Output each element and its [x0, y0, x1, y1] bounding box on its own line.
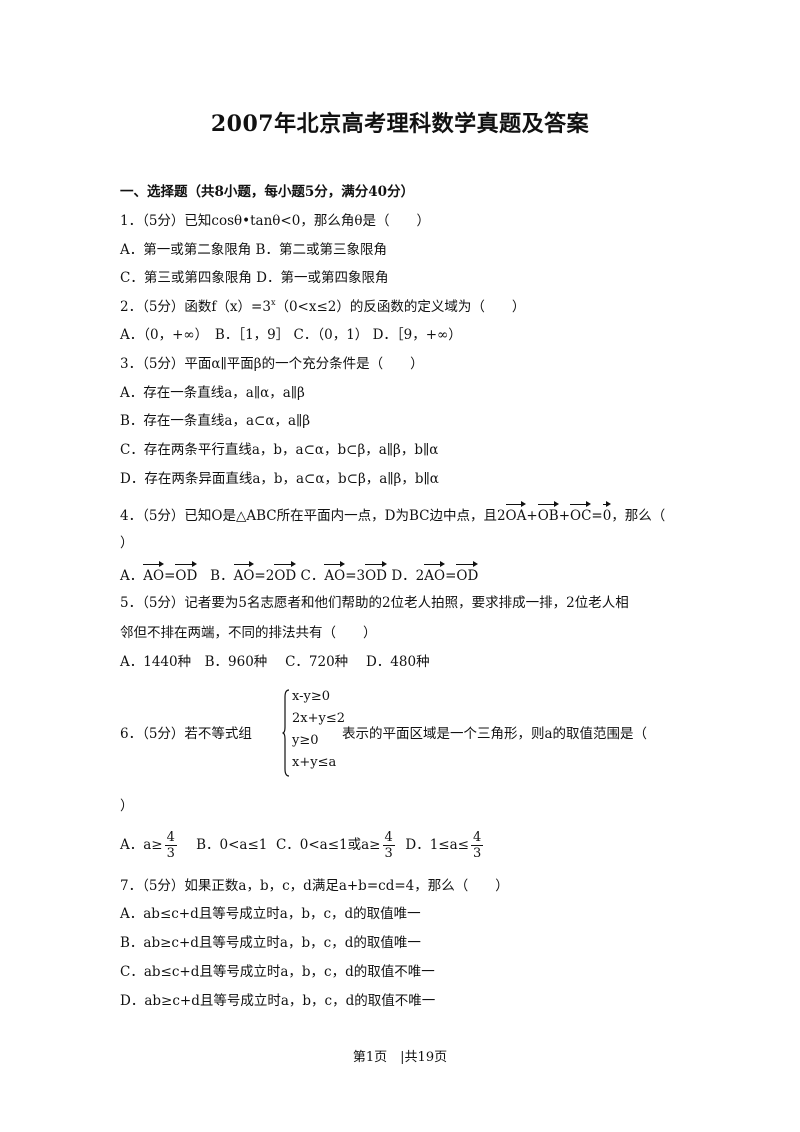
- option-expression: a≥: [143, 837, 163, 853]
- question-7-option-c: C．ab≤c+d且等号成立时a，b，c，d的取值不唯一: [120, 964, 435, 980]
- question-4-option-b: B．AO=2OD: [210, 561, 296, 586]
- page-footer: 第1页 |共19页: [352, 1050, 448, 1065]
- question-6-stem-close: ）: [120, 798, 134, 814]
- equals-sign: =: [164, 568, 176, 584]
- question-3-option-b: B．存在一条直线a，a⊂α，a∥β: [120, 413, 311, 429]
- vector-od: OD: [175, 561, 197, 586]
- vector-ao: AO: [233, 561, 254, 586]
- question-4-stem-close: ）: [120, 535, 134, 551]
- inequality-row: y≥0: [292, 733, 319, 748]
- inequality-row: x-y≥0: [292, 689, 331, 704]
- option-label: B．: [210, 568, 234, 584]
- question-1-stem: 1．（5分）已知cosθ•tanθ<0，那么角θ是（ ）: [120, 213, 430, 229]
- option-label: C．: [300, 568, 325, 584]
- vector-ao: AO: [143, 561, 164, 586]
- vector-equation: 2OA+OB+OC=0: [496, 501, 611, 524]
- question-2-stem: 2．（5分）函数f（x）=3x（0<x≤2）的反函数的定义域为（ ）: [120, 297, 525, 317]
- question-3-option-d: D．存在两条异面直线a，b，a⊂α，b⊂β，a∥β，b∥α: [120, 471, 439, 487]
- equals-sign: =: [445, 568, 457, 584]
- vector-ob: OB: [537, 501, 559, 526]
- question-4-option-d: D．2AO=OD: [391, 561, 478, 586]
- vector-ao: AO: [324, 561, 345, 586]
- question-4-stem: 4．（5分）已知O是△ABC所在平面内一点，D为BC边中点，且2OA+OB+OC…: [120, 501, 666, 526]
- vector-zero: 0: [602, 501, 611, 526]
- option-expression: C．0<a≤1或a≥: [275, 837, 381, 853]
- vector-od: OD: [456, 561, 478, 586]
- question-4-stem-part: ，那么（: [611, 508, 666, 524]
- question-4-stem-part: 4．（5分）已知O是△ABC所在平面内一点，D为BC边中点，且: [120, 508, 497, 524]
- question-4-option-a: A．AO=OD: [120, 561, 197, 586]
- option-label: A．: [120, 837, 144, 853]
- plus-sign: +: [526, 508, 538, 524]
- page-title: 2007年北京高考理科数学真题及答案: [210, 111, 590, 137]
- question-6-stem-tail: 表示的平面区域是一个三角形，则a的取值范围是（: [342, 726, 648, 742]
- question-3-option-c: C．存在两条平行直线a，b，a⊂α，b⊂β，a∥β，b∥α: [120, 442, 439, 458]
- question-2-stem-part: （0<x≤2）的反函数的定义域为（ ）: [275, 299, 526, 315]
- inequality-row: 2x+y≤2: [292, 711, 346, 726]
- question-7-option-d: D．ab≥c+d且等号成立时a，b，c，d的取值不唯一: [120, 993, 436, 1009]
- question-6-option-b: B．0<a≤1: [196, 837, 268, 853]
- question-3-stem: 3．（5分）平面α∥平面β的一个充分条件是（ ）: [120, 356, 424, 372]
- question-7-stem: 7．（5分）如果正数a，b，c，d满足a+b=cd=4，那么（ ）: [120, 878, 509, 894]
- fraction-numerator: 4: [470, 830, 484, 846]
- question-5-options: A．1440种 B．960种 C．720种 D．480种: [120, 654, 430, 670]
- inequality-row: x+y≤a: [292, 755, 337, 770]
- option-label: D．: [391, 568, 416, 584]
- vector-oc: OC: [570, 501, 592, 526]
- left-brace-icon: [282, 689, 290, 777]
- fraction-numerator: 4: [164, 830, 177, 846]
- vector-oa: OA: [505, 501, 526, 526]
- question-4-option-c: C．AO=3OD: [300, 561, 387, 586]
- question-7-option-a: A．ab≤c+d且等号成立时a，b，c，d的取值唯一: [120, 906, 421, 922]
- coefficient: 2: [496, 508, 506, 524]
- option-expression: D．1≤a≤: [405, 837, 469, 853]
- inequality-system: x-y≥0 2x+y≤2 y≥0 x+y≤a: [282, 689, 352, 777]
- equals-sign: =2: [254, 568, 275, 584]
- fraction-denominator: 3: [384, 846, 393, 861]
- fraction-denominator: 3: [472, 846, 482, 861]
- coefficient: 2: [415, 568, 425, 584]
- vector-od: OD: [365, 561, 387, 586]
- question-2-stem-part: 2．（5分）函数f（x）=3: [120, 299, 271, 315]
- question-6-stem-lead: 6．（5分）若不等式组: [120, 726, 252, 742]
- question-7-option-b: B．ab≥c+d且等号成立时a，b，c，d的取值唯一: [120, 935, 421, 951]
- question-4-options: A．AO=OD B．AO=2OD C．AO=3OD D．2AO=OD: [120, 561, 478, 586]
- equals-sign: =: [591, 508, 603, 524]
- exponent: x: [270, 298, 276, 307]
- option-label: A．: [120, 568, 144, 584]
- vector-od: OD: [274, 561, 296, 586]
- question-2-options: A．（0，+∞） B．［1，9］ C．（0，1） D．［9，+∞）: [120, 327, 462, 343]
- question-1-options-cd: C．第三或第四象限角 D．第一或第四象限角: [120, 270, 389, 286]
- fraction-numerator: 4: [382, 830, 395, 846]
- section-heading: 一、选择题（共8小题，每小题5分，满分40分）: [120, 184, 415, 200]
- question-5-stem-line2: 邻但不排在两端，不同的排法共有（ ）: [120, 625, 377, 641]
- plus-sign: +: [558, 508, 570, 524]
- question-5-stem-line1: 5．（5分）记者要为5名志愿者和他们帮助的2位老人拍照，要求排成一排，2位老人相: [120, 595, 629, 611]
- fraction-denominator: 3: [166, 846, 175, 861]
- vector-ao: AO: [424, 561, 445, 586]
- question-3-option-a: A．存在一条直线a，a∥α，a∥β: [120, 385, 305, 401]
- equals-sign: =3: [345, 568, 366, 584]
- question-1-options-ab: A．第一或第二象限角 B．第二或第三象限角: [120, 242, 387, 258]
